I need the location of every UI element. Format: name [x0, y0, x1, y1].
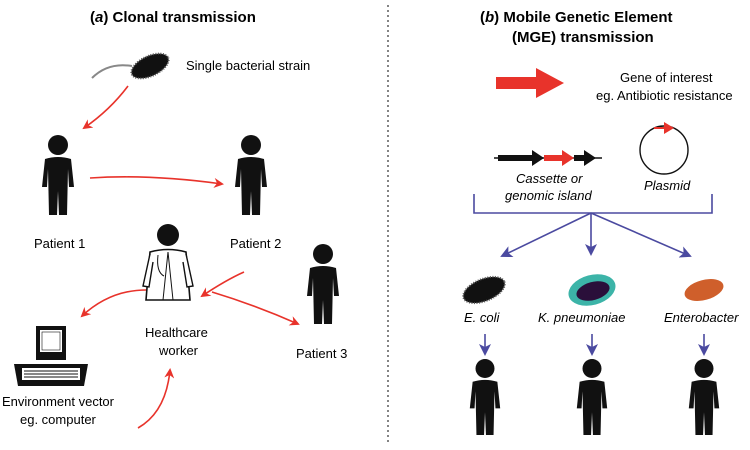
arrow-patient1-to-patient2 — [89, 176, 224, 188]
ecoli-bacterium-icon — [462, 275, 506, 305]
enterobacter-bacterium-icon — [684, 279, 724, 301]
panel-a-title: (a) Clonal transmission — [90, 9, 256, 26]
arrow-computer-to-worker — [137, 368, 175, 429]
worker-label-line2: worker — [158, 343, 199, 358]
plasmid-label: Plasmid — [644, 178, 691, 193]
arrow-worker-to-computer — [80, 289, 147, 318]
cassette-icon — [494, 150, 602, 166]
healthcare-worker-figure — [142, 224, 194, 301]
patient-1-label: Patient 1 — [34, 236, 85, 251]
arrow-worker-to-patient3 — [211, 291, 300, 326]
environment-label-line2: eg. computer — [20, 412, 97, 427]
cassette-label-line2: genomic island — [505, 188, 592, 203]
patient-ecoli-figure — [469, 359, 501, 435]
arrow-strain-to-patient1 — [82, 85, 129, 130]
gene-label-line2: eg. Antibiotic resistance — [596, 88, 733, 103]
bacterium-label-enterobacter: Enterobacter — [664, 310, 739, 325]
patient-1-figure — [42, 135, 74, 215]
branch-arrow-enterobacter — [590, 212, 692, 258]
environment-label-line1: Environment vector — [2, 394, 115, 409]
patient-2-figure — [235, 135, 267, 215]
patient-3-figure — [307, 244, 339, 324]
patient-2-label: Patient 2 — [230, 236, 281, 251]
panel-b-title-line1: (b) Mobile Genetic Element — [480, 9, 673, 26]
bacterium-label-ecoli: E. coli — [464, 310, 501, 325]
branch-arrow-ecoli — [500, 212, 592, 258]
arrow-patient2-to-worker — [200, 271, 245, 298]
mge-branch-arrows — [500, 212, 692, 258]
patient-kpneumoniae-figure — [576, 359, 608, 435]
bacterium-icon — [91, 52, 170, 80]
patient-3-label: Patient 3 — [296, 346, 347, 361]
panel-b-title-line2: (MGE) transmission — [512, 29, 654, 46]
patient-enterobacter-figure — [688, 359, 720, 435]
clonal-transmission-arrows — [80, 85, 300, 429]
bacterium-to-patient-arrows — [479, 334, 710, 356]
bacterium-label-kpneumoniae: K. pneumoniae — [538, 310, 625, 325]
cassette-label-line1: Cassette or — [516, 171, 583, 186]
worker-label-line1: Healthcare — [145, 325, 208, 340]
gene-of-interest-arrow-icon — [496, 68, 564, 98]
computer-icon — [14, 326, 88, 386]
gene-label-line1: Gene of interest — [620, 70, 713, 85]
kpneumoniae-bacterium-icon — [568, 274, 616, 306]
plasmid-icon — [639, 122, 689, 175]
strain-label: Single bacterial strain — [186, 58, 310, 73]
